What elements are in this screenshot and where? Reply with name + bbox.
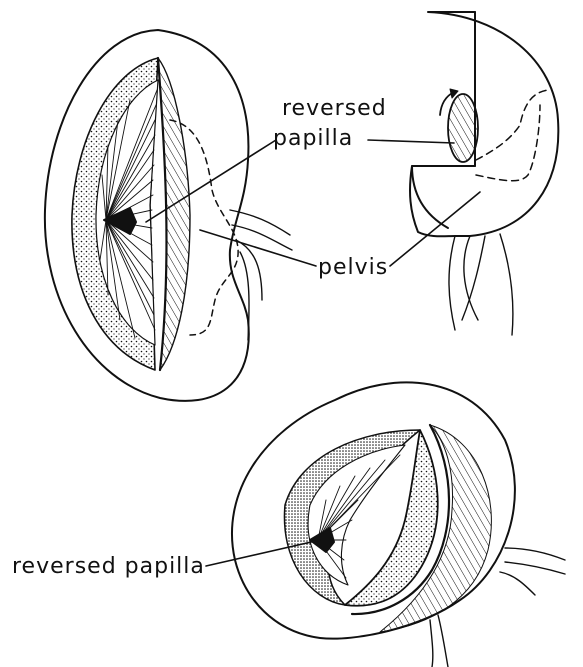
label-reversed-papilla-bottom: reversed papilla <box>12 556 205 578</box>
leader-reversed-papilla-top-right <box>368 140 454 143</box>
kidney-bisected-left <box>45 30 292 401</box>
kidney-right-outline <box>410 12 558 236</box>
kidney-right-lower-lobe <box>412 166 448 228</box>
kidney-reversed-right <box>410 12 558 335</box>
label-pelvis: pelvis <box>318 257 388 279</box>
label-reversed-top: reversed <box>282 98 387 120</box>
leader-pelvis-right <box>390 192 480 266</box>
kidney-oblique-bottom <box>232 382 565 667</box>
ureter-vessels-left <box>230 210 292 340</box>
label-papilla-top: papilla <box>273 128 353 150</box>
pelvis-outline-right <box>476 90 548 181</box>
leader-pelvis-left <box>200 230 316 266</box>
cut-face-left <box>158 58 190 370</box>
reversed-papilla-right <box>448 94 478 162</box>
ureter-vessels-right <box>449 234 513 335</box>
